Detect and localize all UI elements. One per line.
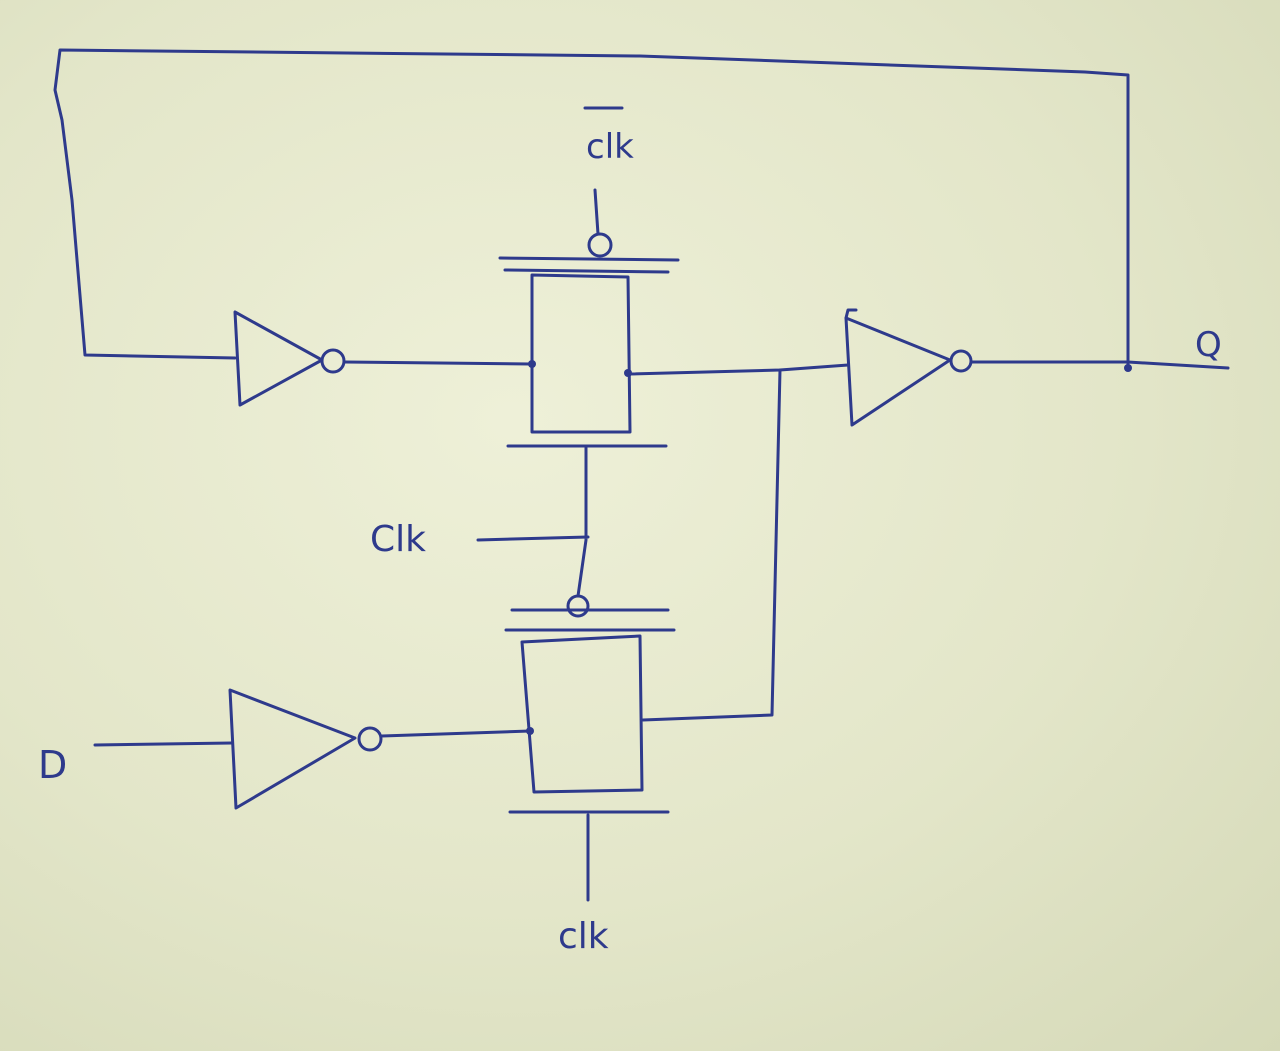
wire-inverter-to-top-tg (343, 360, 532, 366)
output-inverter (844, 308, 973, 427)
input-d-wire (93, 741, 234, 747)
bottom-transmission-gate (504, 594, 676, 902)
wire-input-inverter-to-bottom-tg (380, 729, 532, 738)
top-tg-output-wire (628, 363, 850, 376)
clk-mid-wire (476, 446, 590, 598)
label-output-q: Q (1195, 325, 1222, 365)
label-clk-mid: Clk (370, 519, 426, 560)
top-transmission-gate (498, 188, 680, 448)
label-input-d: D (38, 743, 67, 787)
node-vertical-wire (641, 368, 782, 722)
feedback-wire (53, 48, 1130, 372)
input-inverter (228, 688, 383, 810)
label-clk-bottom: clk (558, 916, 609, 957)
label-clk-bar: clk (586, 127, 634, 167)
output-wire-q (970, 360, 1230, 370)
feedback-inverter (233, 310, 346, 407)
